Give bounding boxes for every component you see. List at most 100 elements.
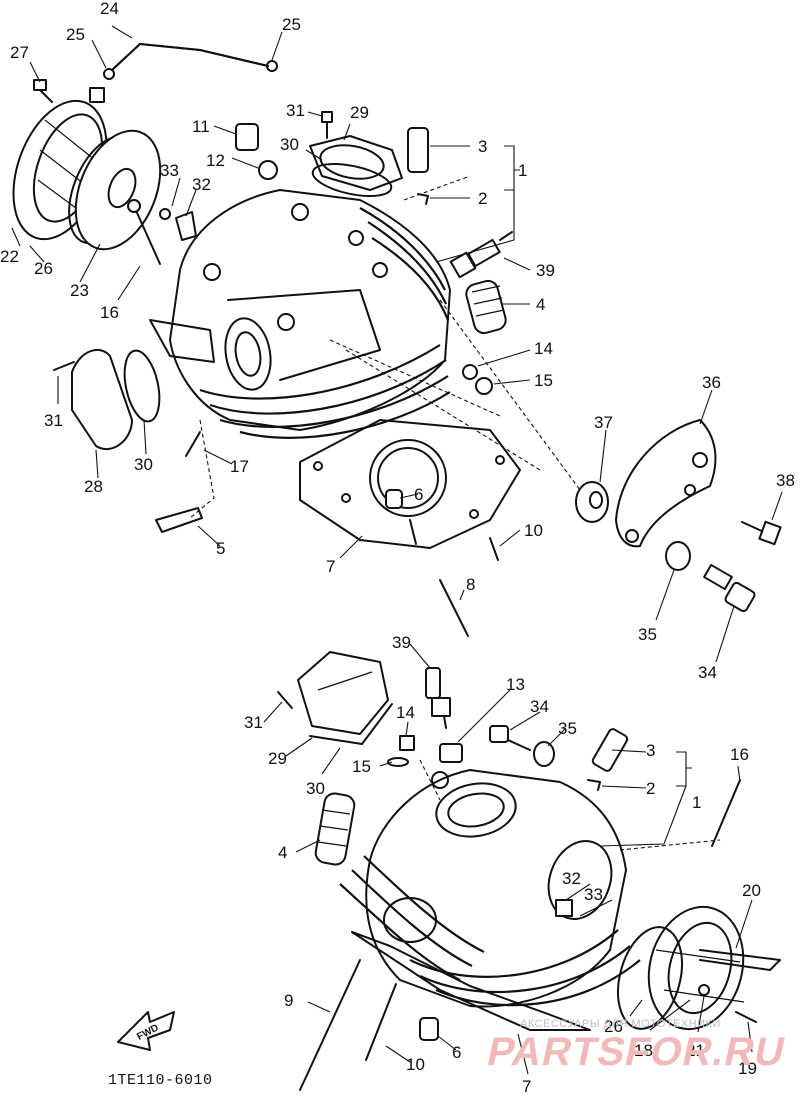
o-ring-30-top (123, 349, 161, 423)
side-cover-20 (647, 905, 745, 1031)
callout-top-24: 24 (100, 0, 119, 18)
washer-15-bottom (387, 757, 409, 767)
diagram-code: 1TE110-6010 (108, 1072, 213, 1089)
top-callout-labels: 24 25 25 27 31 29 11 30 12 3 1 2 33 32 2… (0, 0, 795, 682)
gasket-30-top (311, 162, 393, 198)
callout-top-31b: 31 (44, 411, 63, 430)
bottom-callout-labels: 39 13 31 34 14 35 29 3 16 15 30 2 1 4 32… (244, 633, 761, 1096)
watermark-subtext: АКСЕССУАРЫ ДЛЯ МОТОТЕХНИКИ (520, 1018, 721, 1030)
callout-top-16: 16 (100, 303, 119, 322)
washer-15 (475, 377, 493, 395)
callout-bottom-15: 15 (352, 757, 371, 776)
callout-top-38: 38 (776, 471, 795, 490)
callout-bottom-10: 10 (406, 1055, 425, 1074)
spring-4 (465, 279, 507, 335)
callout-top-12: 12 (206, 151, 225, 170)
bolt-19 (735, 1011, 757, 1023)
callout-top-36: 36 (702, 373, 721, 392)
callout-bottom-19: 19 (738, 1059, 757, 1078)
stud-9 (299, 959, 361, 1091)
callout-bottom-6: 6 (452, 1043, 461, 1062)
pin-33 (159, 208, 171, 220)
callout-top-25b: 25 (282, 15, 301, 34)
callout-top-6: 6 (414, 485, 423, 504)
callout-bottom-3: 3 (646, 741, 655, 760)
callout-top-14: 14 (534, 339, 553, 358)
cylinder-head-top (149, 189, 451, 439)
side-cover-28 (71, 348, 161, 451)
callout-top-29: 29 (350, 103, 369, 122)
stud-16-bottom (711, 779, 741, 847)
top-leader-lines (11, 25, 783, 663)
valve-guide-3-bottom (591, 728, 629, 772)
washer-35 (665, 541, 691, 571)
stud-16 (127, 199, 161, 265)
callout-top-33: 33 (160, 161, 179, 180)
pin-5 (155, 507, 203, 533)
callout-bottom-20: 20 (742, 881, 761, 900)
bolt-34 (703, 563, 756, 613)
washer-35-bottom (533, 741, 555, 767)
spacer-37 (575, 481, 609, 523)
fitting-11 (235, 123, 259, 151)
callout-bottom-21: 21 (686, 1041, 705, 1060)
callout-bottom-32: 32 (562, 869, 581, 888)
bolt-17 (185, 431, 201, 457)
callout-top-7: 7 (326, 557, 335, 576)
watermark-logo: PARTSFOR.RU (483, 1030, 790, 1074)
callout-top-25a: 25 (66, 25, 85, 44)
callout-top-26: 26 (34, 259, 53, 278)
callout-top-1: 1 (518, 161, 527, 180)
bolt-31-left (53, 361, 75, 371)
callout-top-35: 35 (638, 625, 657, 644)
head-gasket-7 (299, 419, 521, 549)
bolt-38 (741, 520, 782, 546)
callout-top-22: 22 (0, 247, 19, 266)
dowel-6-top (385, 489, 403, 509)
callout-bottom-18: 18 (634, 1041, 653, 1060)
callout-bottom-35: 35 (558, 719, 577, 738)
callout-top-10: 10 (524, 521, 543, 540)
head-cover-29 (309, 135, 403, 198)
gasket-26-bottom (617, 926, 683, 1030)
clip-2-bottom (587, 779, 601, 791)
callout-bottom-31: 31 (244, 713, 263, 732)
stud-8 (439, 579, 469, 637)
callout-top-17: 17 (230, 457, 249, 476)
callout-top-4: 4 (536, 295, 545, 314)
callout-bottom-2: 2 (646, 779, 655, 798)
callout-bottom-1: 1 (692, 793, 701, 812)
callout-top-31a: 31 (286, 101, 305, 120)
bolt-31-top (321, 111, 333, 139)
hose-clamp-left (103, 68, 115, 80)
head-cover-29-bottom (297, 651, 393, 745)
spark-plug-39 (449, 231, 513, 279)
bolt-31-bottom (277, 691, 293, 709)
callout-bottom-39: 39 (392, 633, 411, 652)
callout-bottom-14: 14 (396, 703, 415, 722)
callout-bottom-9: 9 (284, 991, 293, 1010)
callout-bottom-4: 4 (278, 843, 287, 862)
bottom-cylinder-head-assembly: FWD (117, 633, 781, 1096)
callout-top-15: 15 (534, 371, 553, 390)
callout-top-2: 2 (478, 189, 487, 208)
callout-top-3: 3 (478, 137, 487, 156)
spring-4-bottom (314, 792, 356, 866)
callout-bottom-13: 13 (506, 675, 525, 694)
bolt-27 (33, 79, 53, 103)
callout-top-30b: 30 (134, 455, 153, 474)
washer-12 (258, 160, 278, 180)
callout-bottom-26: 26 (604, 1017, 623, 1036)
callout-top-23: 23 (70, 281, 89, 300)
valve-guide-3 (407, 127, 429, 173)
bottom-leader-lines (263, 643, 753, 1075)
callout-top-34: 34 (698, 663, 717, 682)
engine-mount-36 (615, 419, 717, 548)
fitting-13 (439, 743, 463, 763)
spark-plug-39-bottom (425, 667, 451, 729)
bracket-32 (175, 211, 197, 241)
dowel-6-bottom (419, 1017, 439, 1041)
seal-14 (462, 364, 478, 380)
